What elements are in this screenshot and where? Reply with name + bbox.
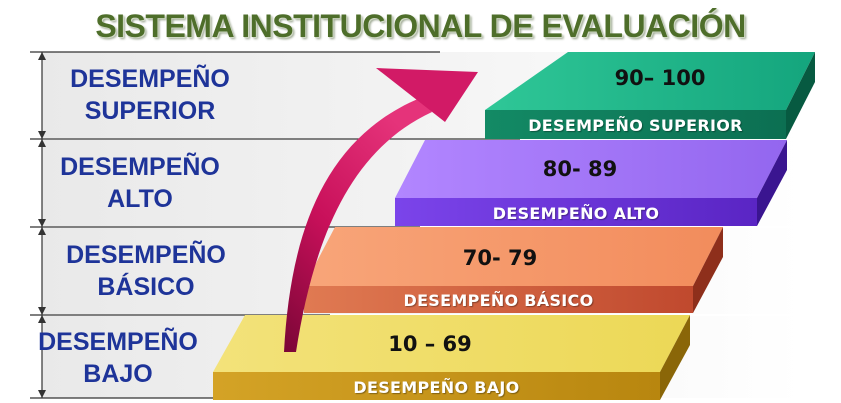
level-label-superior-line2: SUPERIOR xyxy=(84,97,216,125)
progress-arrow xyxy=(284,68,478,352)
step-alto xyxy=(395,140,787,226)
range-basico: 70- 79 xyxy=(462,246,538,270)
step-name-superior: DESEMPEÑO SUPERIOR xyxy=(528,116,743,135)
level-label-basico: DESEMPEÑO BÁSICO xyxy=(46,239,246,303)
level-label-alto-line2: ALTO xyxy=(107,185,173,213)
range-alto: 80- 89 xyxy=(542,157,618,181)
level-label-bajo-line1: DESEMPEÑO xyxy=(38,328,198,356)
level-label-alto-line1: DESEMPEÑO xyxy=(60,153,220,181)
step-bajo xyxy=(213,315,690,400)
level-label-superior: DESEMPEÑO SUPERIOR xyxy=(50,63,250,127)
dimension-arrowheads xyxy=(38,52,46,398)
range-bajo: 10 – 69 xyxy=(388,332,472,356)
step-basico xyxy=(304,227,723,313)
level-label-bajo-line2: BAJO xyxy=(83,360,153,388)
level-label-superior-line1: DESEMPEÑO xyxy=(70,65,230,93)
page-title: SISTEMA INSTITUCIONAL DE EVALUACIÓN xyxy=(95,8,746,44)
step-name-bajo: DESEMPEÑO BAJO xyxy=(353,378,520,397)
step-name-alto: DESEMPEÑO ALTO xyxy=(492,204,660,223)
step-name-basico: DESEMPEÑO BÁSICO xyxy=(403,291,594,310)
step-superior xyxy=(485,52,815,139)
level-label-basico-line1: DESEMPEÑO xyxy=(66,241,226,269)
level-label-bajo: DESEMPEÑO BAJO xyxy=(18,326,218,390)
range-superior: 90– 100 xyxy=(614,66,706,90)
level-label-basico-line2: BÁSICO xyxy=(97,273,195,301)
level-label-alto: DESEMPEÑO ALTO xyxy=(40,151,240,215)
